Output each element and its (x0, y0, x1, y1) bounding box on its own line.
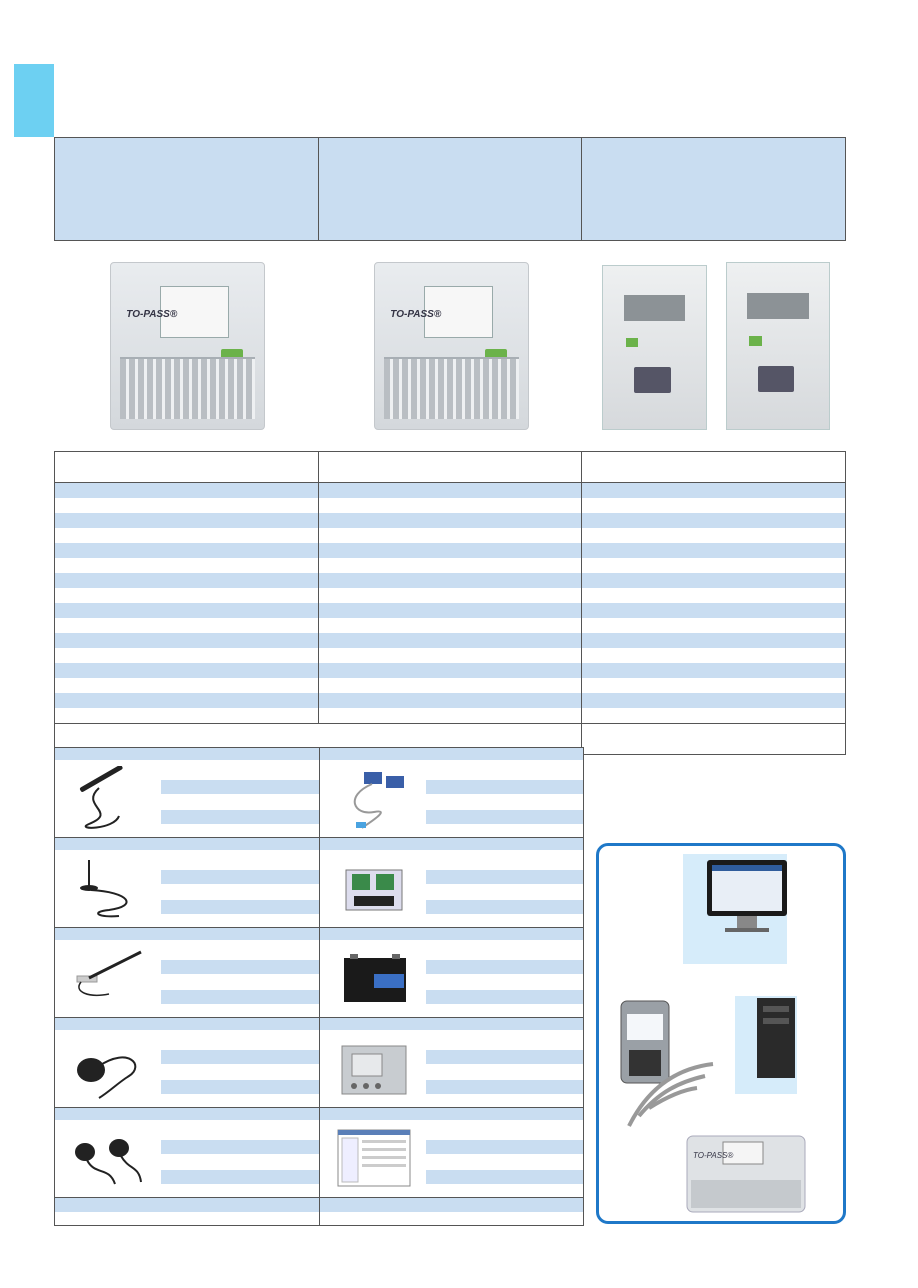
display-panel (159, 286, 230, 339)
spec-header-cell-3 (582, 452, 845, 482)
accessory-cell (55, 928, 320, 1017)
accessory-cell (319, 928, 583, 1017)
spec-column-3 (582, 483, 846, 723)
spec-table (54, 451, 846, 755)
accessories-grid (54, 747, 584, 1226)
accessory-row (55, 1018, 583, 1108)
spec-table-header (55, 452, 845, 483)
accessory-row (55, 748, 583, 838)
product-image-1: TO-PASS® (110, 262, 265, 430)
accessory-cell (55, 1018, 320, 1107)
accessory-cell (319, 1018, 583, 1107)
mobile-phone-icon (620, 1000, 670, 1084)
software-window-icon (337, 1129, 410, 1187)
product-header-row (54, 137, 846, 241)
accessory-cell (55, 838, 320, 927)
accessory-cell (319, 748, 583, 837)
accessory-row (55, 928, 583, 1018)
terminal-strip (120, 357, 255, 420)
connector-block (623, 295, 686, 322)
header-cell-3 (582, 138, 845, 240)
battery-icon (343, 954, 406, 1002)
scenario-device-icon: TO-PASS® (686, 1135, 806, 1213)
power-module-icon (345, 869, 402, 911)
dual-antenna-icon (75, 1139, 142, 1185)
display-panel (423, 286, 494, 339)
scenario-device-label: TO-PASS® (693, 1151, 733, 1160)
application-scenario-box: TO-PASS® (596, 843, 846, 1224)
spec-footer-wide-cell (55, 724, 582, 754)
server-icon (735, 996, 797, 1094)
brand-logo-icon (220, 349, 243, 360)
accessory-cell (55, 748, 320, 837)
antenna-icon (79, 766, 123, 829)
serial-cable-icon (353, 772, 404, 829)
header-cell-2 (319, 138, 583, 240)
ethernet-port (757, 365, 795, 393)
brand-logo-icon (749, 336, 762, 346)
serial-port (633, 367, 671, 394)
spec-column-1 (55, 483, 319, 723)
enclosure-icon (341, 1045, 406, 1095)
dome-antenna-icon (77, 1056, 137, 1099)
accessory-cell (319, 838, 583, 927)
terminal-strip (384, 357, 519, 420)
wireless-signal-icon (627, 1062, 714, 1127)
brand-logo-icon (484, 349, 507, 360)
accessory-row (55, 838, 583, 928)
spec-table-body (55, 483, 846, 723)
product-image-3a (602, 265, 707, 430)
accessory-footer-strip (55, 1197, 583, 1225)
accessory-cell (319, 1108, 583, 1197)
header-cell-1 (55, 138, 319, 240)
spec-footer-narrow-cell (582, 724, 845, 754)
spec-header-cell-2 (319, 452, 583, 482)
accessory-footer-cell (319, 1198, 583, 1225)
spec-header-cell-1 (55, 452, 319, 482)
accessory-footer-cell (55, 1198, 320, 1225)
brand-logo-icon (625, 337, 639, 348)
monitor-icon (683, 854, 787, 964)
product-image-2: TO-PASS® (374, 262, 529, 430)
connector-block (747, 292, 809, 320)
wall-antenna-icon (76, 950, 142, 996)
spec-column-2 (318, 483, 583, 723)
scenario-illustration: TO-PASS® (620, 854, 806, 1213)
product-brand-label: TO-PASS® (126, 309, 178, 321)
section-tab-marker (14, 64, 54, 137)
product-brand-label: TO-PASS® (390, 309, 442, 321)
spec-table-footer (55, 723, 845, 754)
magnetic-antenna-icon (80, 860, 128, 918)
accessory-cell (55, 1108, 320, 1197)
product-image-3b (726, 262, 830, 430)
accessory-row (55, 1108, 583, 1197)
